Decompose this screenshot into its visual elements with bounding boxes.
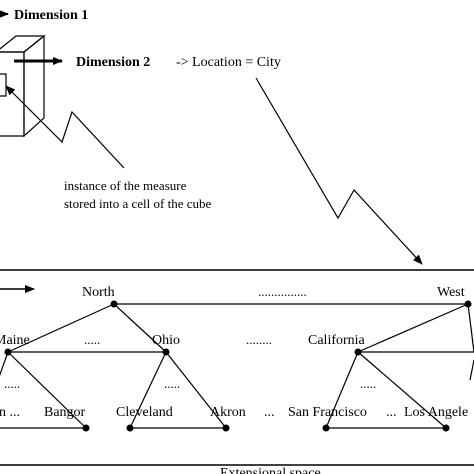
node-los-angeles-label: Los Angele — [404, 405, 468, 420]
node-city-cut-label: on ... — [0, 405, 20, 420]
node-san-francisco-dot — [322, 424, 330, 432]
city-pointer-arrow — [255, 77, 423, 265]
hierarchy-frame — [0, 269, 474, 466]
dimension1-label: Dimension 1 — [14, 8, 88, 23]
node-maine-label: Maine — [0, 333, 30, 348]
cell-pointer-arrow — [5, 85, 125, 169]
edge-west-next — [467, 303, 474, 353]
edge-maine-bangor — [7, 351, 87, 429]
edge-ohio-cleveland — [129, 351, 167, 429]
cube — [0, 34, 46, 138]
dimension2-label: Dimension 2 — [76, 55, 150, 70]
bottom-caption: Extensional space — [220, 466, 321, 474]
dots-ohio-sub: ..... — [164, 376, 180, 391]
edge-maine-left — [0, 351, 9, 377]
node-akron-dot — [222, 424, 230, 432]
node-cleveland-label: Cleveland — [116, 405, 173, 420]
edge-california-sf — [325, 351, 359, 429]
instance-label-line2: stored into a cell of the cube — [64, 196, 212, 211]
sep-sf-la: ... — [386, 405, 397, 420]
edge-california-la — [357, 351, 447, 429]
node-cleveland-dot — [126, 424, 134, 432]
instance-label-line1: instance of the measure — [64, 178, 187, 193]
edge-north-ohio — [113, 303, 167, 353]
dots-california-sub: ..... — [360, 376, 376, 391]
node-san-francisco-label: San Francisco — [288, 405, 367, 420]
node-west-label: West — [437, 285, 465, 300]
node-ohio-label: Ohio — [152, 333, 180, 348]
edge-next-state — [469, 359, 474, 381]
dots-maine-ohio: ..... — [84, 332, 100, 347]
sep-akron-sf: ... — [264, 405, 275, 420]
cube-top-face — [0, 35, 46, 53]
edge-ohio-akron — [165, 351, 227, 429]
node-bangor-dot — [82, 424, 90, 432]
node-bangor-label: Bangor — [44, 405, 86, 420]
location-city-label: -> Location = City — [176, 55, 281, 70]
dots-ohio-california: ........ — [246, 332, 272, 347]
node-north-label: North — [82, 285, 115, 300]
cube-front-face — [0, 51, 25, 137]
cube-cell — [0, 73, 7, 97]
node-los-angeles-dot — [442, 424, 450, 432]
edge-north-maine — [7, 303, 115, 353]
edge-west-california — [357, 303, 469, 353]
dots-top: ............... — [258, 284, 307, 299]
node-california-label: California — [308, 333, 366, 348]
node-akron-label: Akron — [210, 405, 246, 420]
dots-maine-sub: ..... — [4, 376, 20, 391]
